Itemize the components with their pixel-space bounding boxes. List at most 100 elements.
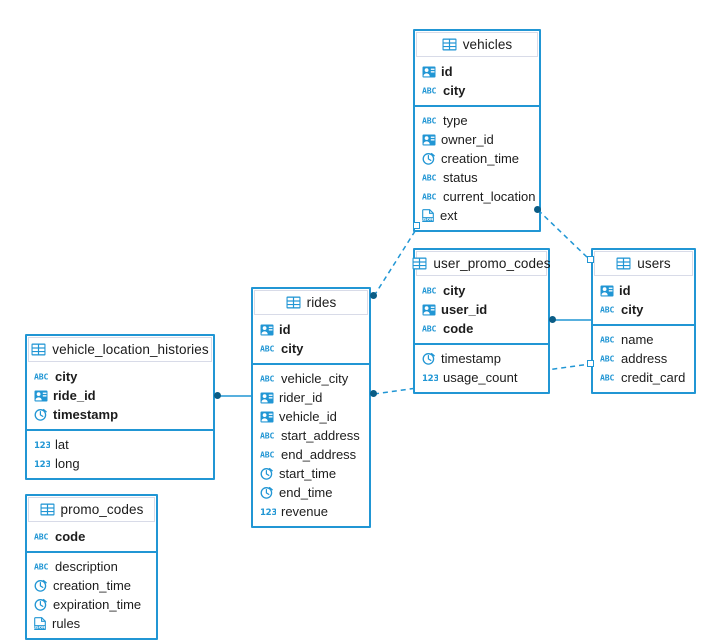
relationship-line-rel-rides-upc[interactable] bbox=[373, 227, 418, 297]
field-row: user_id bbox=[415, 300, 548, 319]
svg-text:JSON: JSON bbox=[34, 625, 45, 630]
svg-text:123: 123 bbox=[260, 508, 276, 517]
table-grid-icon bbox=[286, 296, 301, 309]
svg-text:ABC: ABC bbox=[34, 372, 48, 382]
field-row: creation_time bbox=[415, 149, 539, 168]
entity-title: promo_codes bbox=[60, 502, 144, 517]
id-card-icon bbox=[260, 324, 274, 336]
field-row: ABC credit_card bbox=[593, 368, 694, 387]
relationship-endpoint-many bbox=[370, 390, 377, 397]
field-name: status bbox=[443, 170, 478, 185]
field-name: timestamp bbox=[53, 407, 119, 422]
abc-icon: ABC bbox=[422, 172, 438, 183]
svg-text:ABC: ABC bbox=[600, 373, 614, 383]
id-card-icon bbox=[260, 411, 274, 423]
field-name: lat bbox=[55, 437, 69, 452]
field-name: start_time bbox=[279, 466, 337, 481]
entity-header[interactable]: rides bbox=[254, 290, 368, 315]
clock-icon bbox=[422, 352, 436, 365]
svg-text:JSON: JSON bbox=[422, 217, 433, 222]
entity-header[interactable]: users bbox=[594, 251, 693, 276]
field-name: user_id bbox=[441, 302, 488, 317]
field-name: long bbox=[55, 456, 80, 471]
id-card-icon bbox=[600, 285, 614, 297]
field-name: usage_count bbox=[443, 370, 518, 385]
entity-title: users bbox=[637, 256, 671, 271]
abc-icon: ABC bbox=[422, 285, 438, 296]
svg-text:ABC: ABC bbox=[260, 431, 274, 441]
svg-text:ABC: ABC bbox=[260, 374, 274, 384]
table-grid-icon bbox=[442, 38, 457, 51]
svg-text:123: 123 bbox=[422, 374, 438, 383]
field-name: vehicle_id bbox=[279, 409, 337, 424]
field-name: code bbox=[55, 529, 86, 544]
table-grid-icon bbox=[412, 257, 427, 270]
entity-header[interactable]: promo_codes bbox=[28, 497, 155, 522]
entity-header[interactable]: user_promo_codes bbox=[412, 251, 550, 276]
field-row: ABC city bbox=[593, 300, 694, 319]
field-name: timestamp bbox=[441, 351, 501, 366]
field-name: rules bbox=[52, 616, 81, 631]
abc-icon: ABC bbox=[260, 430, 276, 441]
entity-title: rides bbox=[306, 295, 337, 310]
field-name: description bbox=[55, 559, 118, 574]
field-row: owner_id bbox=[415, 130, 539, 149]
entity-header[interactable]: vehicle_location_histories bbox=[28, 337, 212, 362]
svg-text:ABC: ABC bbox=[422, 286, 436, 296]
field-name: city bbox=[621, 302, 644, 317]
json-document-icon: JSON bbox=[34, 617, 47, 630]
field-row: 123 usage_count bbox=[415, 368, 548, 387]
clock-icon bbox=[34, 598, 48, 611]
svg-text:ABC: ABC bbox=[422, 116, 436, 126]
clock-icon bbox=[34, 408, 48, 421]
abc-icon: ABC bbox=[34, 371, 50, 382]
field-name: id bbox=[441, 64, 453, 79]
field-row: start_time bbox=[253, 464, 369, 483]
field-name: city bbox=[443, 283, 466, 298]
id-card-icon bbox=[34, 390, 48, 402]
field-row: expiration_time bbox=[27, 595, 156, 614]
id-card-icon bbox=[422, 134, 436, 146]
table-grid-icon bbox=[616, 257, 631, 270]
id-card-icon bbox=[422, 66, 436, 78]
svg-text:ABC: ABC bbox=[422, 324, 436, 334]
svg-text:ABC: ABC bbox=[600, 305, 614, 315]
field-name: current_location bbox=[443, 189, 536, 204]
svg-text:ABC: ABC bbox=[422, 86, 436, 96]
entity-header[interactable]: vehicles bbox=[416, 32, 538, 57]
json-document-icon: JSON bbox=[422, 209, 435, 222]
field-row: rider_id bbox=[253, 388, 369, 407]
field-name: credit_card bbox=[621, 370, 686, 385]
field-row: ABC status bbox=[415, 168, 539, 187]
field-row: ride_id bbox=[27, 386, 213, 405]
field-name: city bbox=[443, 83, 466, 98]
abc-icon: ABC bbox=[260, 449, 276, 460]
field-name: city bbox=[281, 341, 304, 356]
relationship-endpoint-many bbox=[370, 292, 377, 299]
id-card-icon bbox=[422, 304, 436, 316]
svg-text:ABC: ABC bbox=[34, 562, 48, 572]
table-grid-icon bbox=[40, 503, 55, 516]
